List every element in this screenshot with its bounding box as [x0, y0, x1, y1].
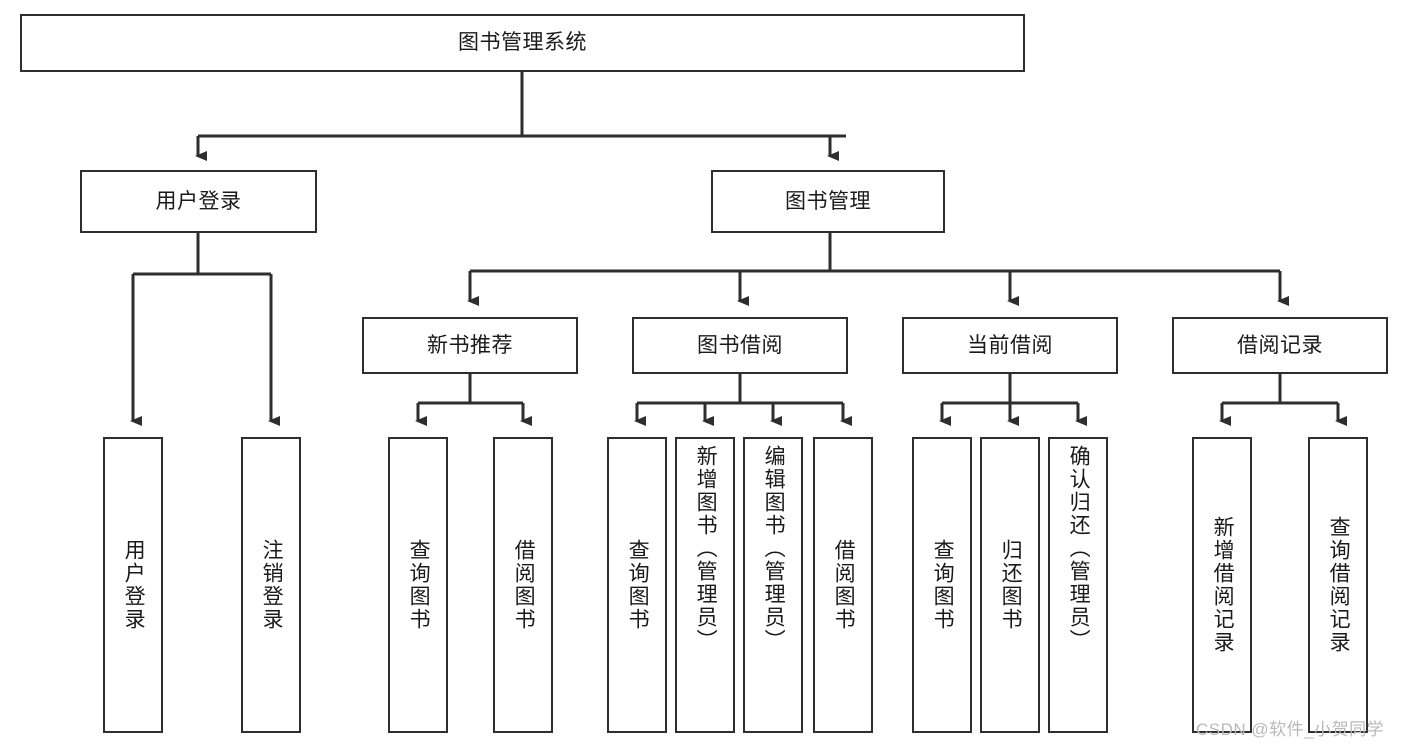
- node-current-borrow[interactable]: 当前借阅: [902, 317, 1118, 374]
- leaf-user-login-logout[interactable]: 注销登录: [241, 437, 301, 733]
- leaf-new-book-borrow-book[interactable]: 借阅图书: [493, 437, 553, 733]
- node-user-login[interactable]: 用户登录: [80, 170, 317, 233]
- node-label: 图书管理: [785, 189, 871, 213]
- node-label: 查询图书: [407, 539, 431, 631]
- node-book-borrow[interactable]: 图书借阅: [632, 317, 848, 374]
- leaf-borrow-record-add-record[interactable]: 新增借阅记录: [1192, 437, 1252, 733]
- node-label: 归还图书: [999, 539, 1023, 631]
- node-label: 注销登录: [260, 539, 284, 631]
- leaf-new-book-query-book[interactable]: 查询图书: [388, 437, 448, 733]
- node-label: 用户登录: [155, 189, 242, 213]
- node-label: 查询图书: [931, 539, 955, 631]
- node-label: 确认归还（管理员）: [1067, 445, 1091, 652]
- leaf-current-borrow-query-book[interactable]: 查询图书: [912, 437, 972, 733]
- node-label: 借阅图书: [832, 539, 856, 631]
- csdn-watermark: CSDN @软件_小贺同学: [1196, 720, 1385, 739]
- node-label: 新增借阅记录: [1211, 516, 1235, 654]
- node-book-management[interactable]: 图书管理: [711, 170, 945, 233]
- node-new-book-recommend[interactable]: 新书推荐: [362, 317, 578, 374]
- leaf-book-borrow-query-book[interactable]: 查询图书: [607, 437, 667, 733]
- node-label: 新增图书（管理员）: [694, 445, 718, 652]
- node-label: 查询图书: [626, 539, 650, 631]
- leaf-current-borrow-return-book[interactable]: 归还图书: [980, 437, 1040, 733]
- leaf-borrow-record-query-record[interactable]: 查询借阅记录: [1308, 437, 1368, 733]
- node-borrow-record[interactable]: 借阅记录: [1172, 317, 1388, 374]
- leaf-user-login-login[interactable]: 用户登录: [103, 437, 163, 733]
- node-label: 用户登录: [122, 539, 146, 631]
- leaf-book-borrow-edit-book-admin[interactable]: 编辑图书（管理员）: [743, 437, 803, 733]
- leaf-book-borrow-borrow-book[interactable]: 借阅图书: [813, 437, 873, 733]
- node-root-book-management-system[interactable]: 图书管理系统: [20, 14, 1025, 72]
- node-label: 借阅记录: [1237, 333, 1323, 357]
- leaf-current-borrow-confirm-return-admin[interactable]: 确认归还（管理员）: [1048, 437, 1108, 733]
- node-label: 借阅图书: [512, 539, 536, 631]
- node-label: 编辑图书（管理员）: [762, 445, 786, 652]
- node-label: 当前借阅: [967, 333, 1053, 357]
- node-label: 图书借阅: [697, 333, 783, 357]
- node-label: 查询借阅记录: [1327, 516, 1351, 654]
- node-label: 图书管理系统: [458, 31, 587, 55]
- node-label: 新书推荐: [427, 333, 513, 357]
- leaf-book-borrow-add-book-admin[interactable]: 新增图书（管理员）: [675, 437, 735, 733]
